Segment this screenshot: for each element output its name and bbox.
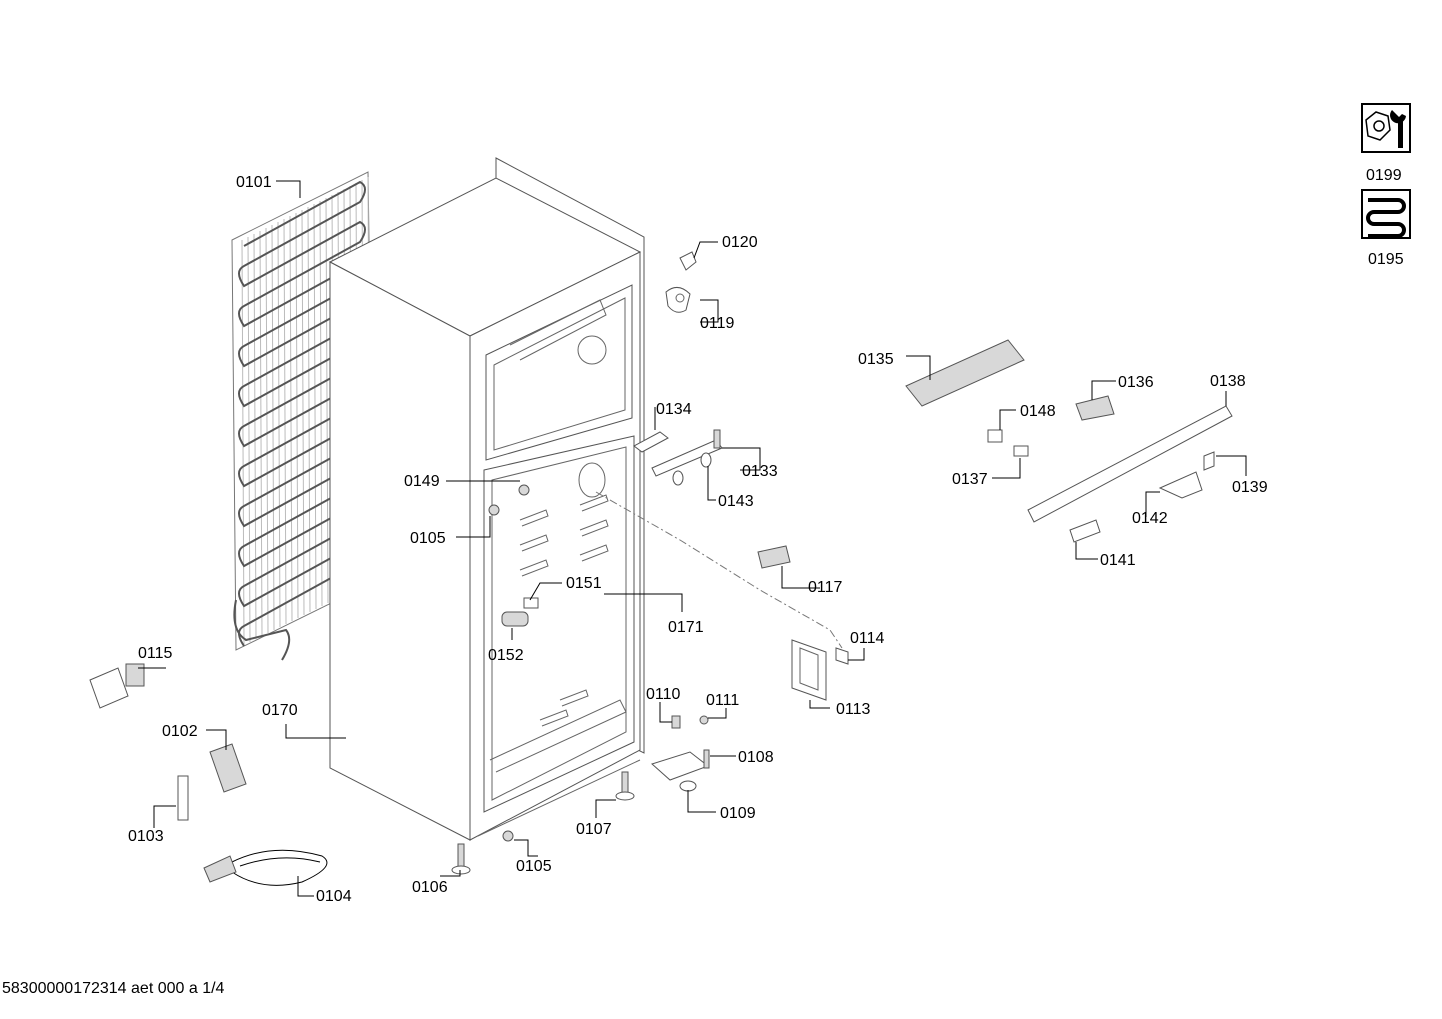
part-0141-label: [1069, 519, 1101, 543]
part-0148-knob: [987, 429, 1003, 443]
fridge-cabinet: [328, 157, 843, 841]
label-0113: 0113: [836, 701, 871, 718]
part-0103-capacitor: [177, 775, 189, 821]
label-0105-a: 0105: [410, 530, 446, 547]
label-0110: 0110: [646, 686, 681, 703]
part-labels: 0101 0120 0119 0134 0133 0143 0149 0105 …: [128, 167, 1404, 905]
label-0102: 0102: [162, 723, 198, 740]
label-0107: 0107: [576, 821, 612, 838]
label-0171: 0171: [668, 619, 704, 636]
label-0136: 0136: [1118, 374, 1154, 391]
part-0137-knob: [1013, 445, 1029, 457]
label-0114: 0114: [850, 630, 885, 647]
part-0111-screw: [699, 715, 709, 725]
label-0106: 0106: [412, 879, 448, 896]
leader-lines: [138, 180, 1247, 897]
refrigerant-coil-icon: [1361, 189, 1411, 239]
document-footer-code: 58300000172314 aet 000 a 1/4: [2, 980, 225, 997]
part-0149-plug: [518, 484, 530, 496]
part-0135-control-board: [905, 339, 1025, 407]
part-0151-holder: [523, 597, 539, 609]
part-0143-caps: [672, 452, 712, 486]
label-0148: 0148: [1020, 403, 1056, 420]
part-0108-hinge: [651, 749, 710, 781]
label-0138: 0138: [1210, 373, 1246, 390]
label-0119: 0119: [700, 315, 735, 332]
label-0117: 0117: [808, 579, 843, 596]
part-0105-plug: [488, 504, 514, 842]
label-0101: 0101: [236, 174, 272, 191]
label-0149: 0149: [404, 473, 440, 490]
part-0115-relay: [89, 663, 145, 709]
label-0142: 0142: [1132, 510, 1168, 527]
label-0143: 0143: [718, 493, 754, 510]
part-0104-power-cord: [203, 849, 328, 886]
part-0109-bushing: [679, 780, 697, 792]
label-0152: 0152: [488, 647, 524, 664]
label-0108: 0108: [738, 749, 774, 766]
label-0115: 0115: [138, 645, 173, 662]
part-0152-lamp-cover: [501, 611, 529, 627]
label-0195: 0195: [1368, 251, 1404, 268]
part-0114-cover: [835, 647, 849, 665]
label-0134: 0134: [656, 401, 692, 418]
part-0136-sensor: [1075, 395, 1115, 421]
part-0119-bracket: [665, 287, 691, 313]
label-0120: 0120: [722, 234, 758, 251]
label-0103: 0103: [128, 828, 164, 845]
label-0199: 0199: [1366, 167, 1402, 184]
part-0117-switch: [757, 545, 791, 569]
label-0135: 0135: [858, 351, 894, 368]
part-0106-foot: [451, 843, 471, 875]
wrench-nut-icon: [1361, 103, 1411, 153]
label-0111: 0111: [706, 692, 739, 709]
part-0102-starter: [209, 743, 247, 793]
label-0170: 0170: [262, 702, 298, 719]
label-0133: 0133: [742, 463, 778, 480]
label-0104: 0104: [316, 888, 352, 905]
part-0134-plate: [633, 431, 669, 453]
label-0151: 0151: [566, 575, 602, 592]
part-0138-control-panel: [1027, 405, 1233, 523]
label-0109: 0109: [720, 805, 756, 822]
label-0105-b: 0105: [516, 858, 552, 875]
part-0142-knob: [1158, 471, 1203, 499]
part-0107-foot: [615, 771, 635, 801]
part-0120-clip: [679, 251, 697, 271]
part-0113-frame: [791, 639, 827, 701]
label-0141: 0141: [1100, 552, 1136, 569]
label-0139: 0139: [1232, 479, 1268, 496]
label-0137: 0137: [952, 471, 988, 488]
part-0110-clip: [671, 715, 681, 729]
part-0139-lens: [1203, 451, 1215, 471]
